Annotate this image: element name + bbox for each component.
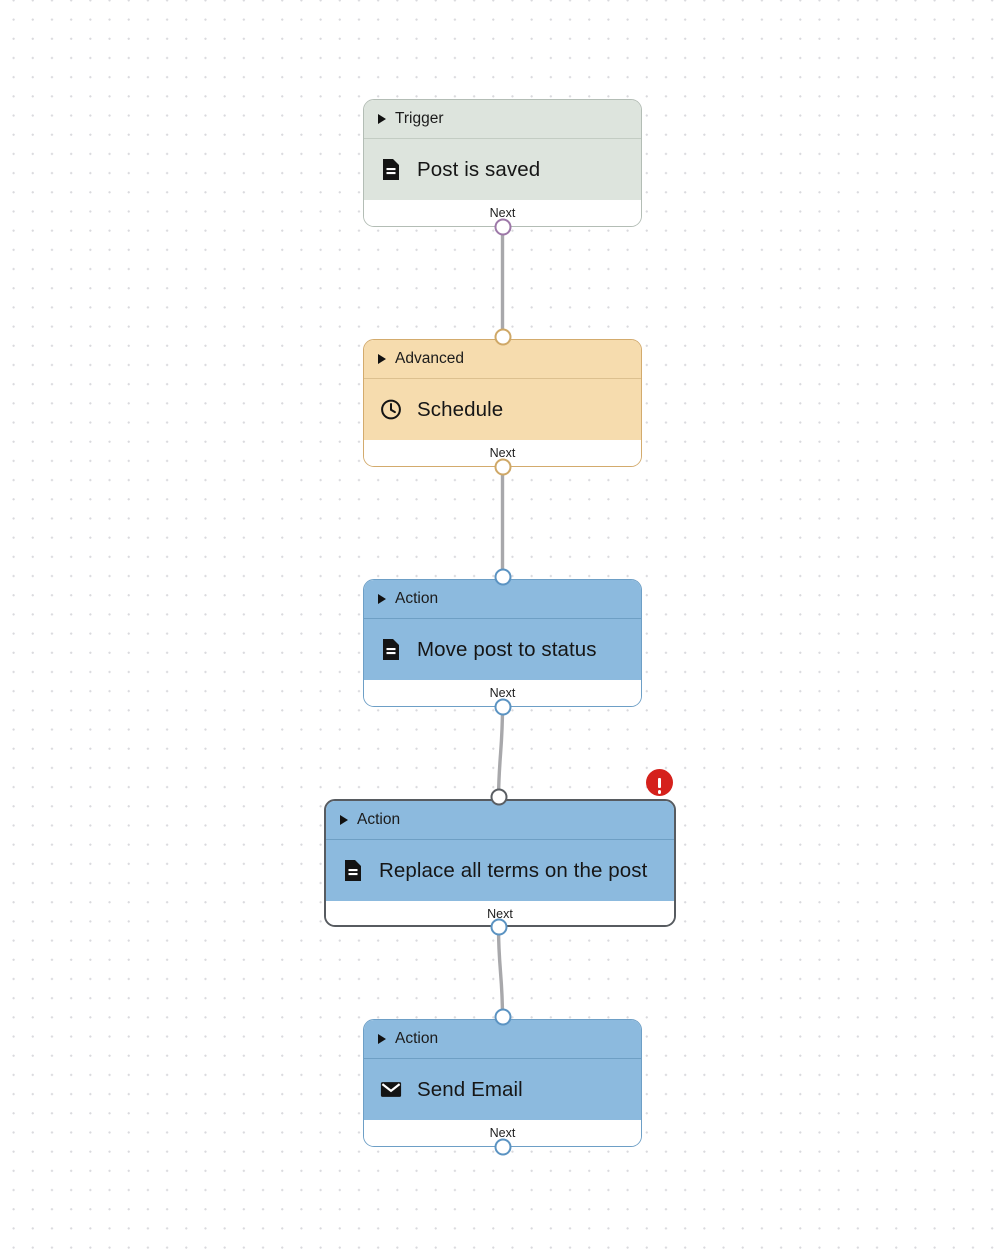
port-out-advanced-schedule[interactable] [494, 458, 511, 476]
error-badge[interactable] [646, 769, 673, 796]
node-kind-label: Action [395, 1030, 439, 1047]
node-title: Schedule [417, 397, 504, 421]
document-icon [380, 158, 402, 182]
chevron-right-icon[interactable] [340, 815, 348, 825]
node-body[interactable]: Schedule [364, 379, 641, 440]
chevron-right-icon[interactable] [378, 1034, 386, 1044]
node-header[interactable]: Trigger [364, 100, 641, 139]
port-in-action-move-post-to-status[interactable] [494, 568, 511, 586]
port-in-advanced-schedule[interactable] [494, 328, 511, 346]
node-advanced-schedule[interactable]: Advanced Schedule Next [363, 339, 642, 467]
port-out-action-move-post-to-status[interactable] [494, 698, 511, 716]
node-title: Move post to status [417, 637, 597, 661]
node-body[interactable]: Send Email [364, 1059, 641, 1120]
node-kind-label: Advanced [395, 350, 464, 367]
node-kind-label: Action [395, 590, 439, 607]
node-header[interactable]: Action [326, 801, 674, 840]
node-title: Send Email [417, 1077, 523, 1101]
chevron-right-icon[interactable] [378, 594, 386, 604]
chevron-right-icon[interactable] [378, 354, 386, 364]
port-out-action-replace-all-terms-on-the-post[interactable] [490, 918, 507, 936]
node-body[interactable]: Post is saved [364, 139, 641, 200]
document-icon [380, 638, 402, 662]
node-action-send-email[interactable]: Action Send Email Next [363, 1019, 642, 1147]
port-out-action-send-email[interactable] [494, 1138, 511, 1156]
clock-icon [380, 398, 402, 422]
node-action-replace-all-terms-on-the-post[interactable]: Action Replace all terms on the post Nex… [324, 799, 676, 927]
node-title: Post is saved [417, 157, 541, 181]
node-trigger-post-is-saved[interactable]: Trigger Post is saved Next [363, 99, 642, 227]
chevron-right-icon[interactable] [378, 114, 386, 124]
envelope-icon [380, 1078, 402, 1102]
node-body[interactable]: Move post to status [364, 619, 641, 680]
node-kind-label: Action [357, 811, 401, 828]
node-header[interactable]: Action [364, 1020, 641, 1059]
node-action-move-post-to-status[interactable]: Action Move post to status Next [363, 579, 642, 707]
node-header[interactable]: Action [364, 580, 641, 619]
edge-action-replace-to-send-email [496, 926, 505, 1018]
node-header[interactable]: Advanced [364, 340, 641, 379]
exclamation-icon [657, 777, 662, 794]
port-in-action-replace-all-terms-on-the-post[interactable] [490, 788, 507, 806]
node-kind-label: Trigger [395, 110, 444, 127]
port-in-action-send-email[interactable] [494, 1008, 511, 1026]
node-body[interactable]: Replace all terms on the post [326, 840, 674, 901]
edge-action-move-to-action-replace [496, 706, 505, 798]
port-out-trigger-post-is-saved[interactable] [494, 218, 511, 236]
node-title: Replace all terms on the post [379, 858, 648, 882]
document-icon [342, 859, 364, 883]
